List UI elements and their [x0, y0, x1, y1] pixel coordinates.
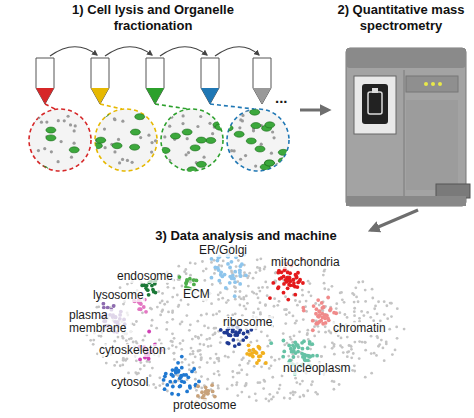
transfer-arrows [50, 47, 259, 56]
mass-spectrometer [346, 48, 470, 206]
step-heading: 1) Cell lysis and Organelle fractionatio… [38, 2, 268, 33]
tube [253, 58, 271, 104]
fraction-zoom [29, 104, 289, 171]
cluster-label: chromatin [332, 322, 387, 335]
step-heading: 3) Data analysis and machine [116, 228, 376, 244]
protein-scatter [85, 245, 405, 405]
cluster-label: cytosol [110, 376, 149, 389]
flow-arrow [300, 109, 328, 112]
cluster-label: plasma membrane [68, 309, 132, 335]
tube [36, 58, 54, 104]
cluster-label: ER/Golgi [198, 244, 248, 257]
cluster-label: mitochondria [270, 256, 341, 269]
continuation-mark: ... [274, 90, 289, 107]
flow-arrow [371, 210, 418, 230]
step-panel: 2) Quantitative mass spectrometry [330, 2, 472, 208]
cluster-label: lysosome [92, 289, 145, 302]
cluster-label: ECM [182, 288, 211, 301]
cluster-label: ribosome [222, 316, 273, 329]
tube [146, 58, 164, 104]
tube [201, 58, 219, 104]
organelle-particles [31, 109, 288, 173]
tube [91, 58, 109, 104]
cluster-label: endosome [116, 270, 174, 283]
cluster-label: proteosome [172, 399, 237, 412]
cluster-label: cytoskeleton [98, 344, 167, 357]
step-panel: 1) Cell lysis and Organelle fractionatio… [8, 2, 298, 180]
step-heading: 2) Quantitative mass spectrometry [330, 2, 472, 33]
cluster-label: nucleoplasm [282, 362, 351, 375]
